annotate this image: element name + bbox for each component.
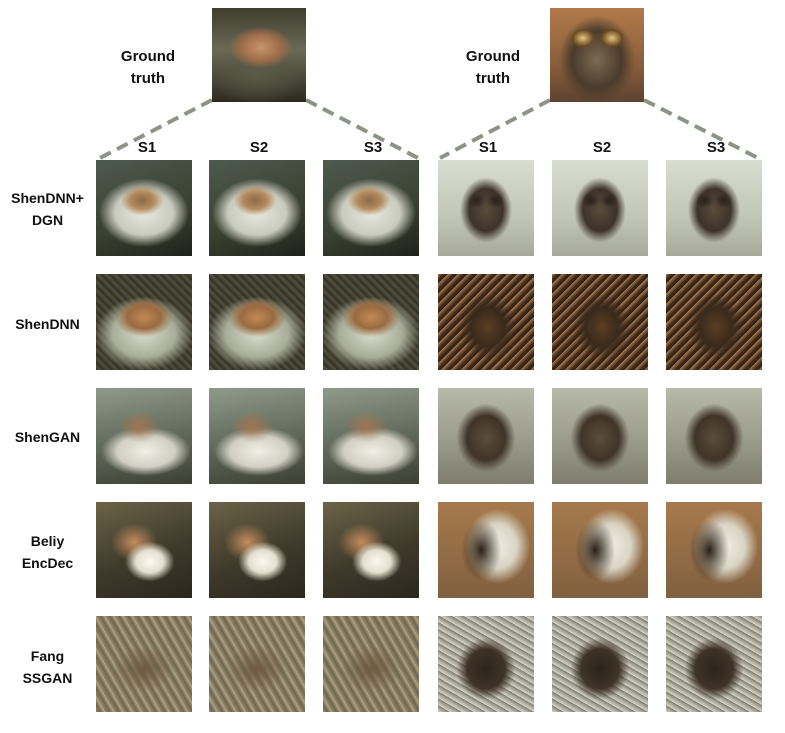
reconstruction-shendnn-dgn-s3-left: [323, 160, 419, 256]
reconstruction-fang-ssgan-s2-left: [209, 616, 305, 712]
column-header-s2-left: S2: [249, 139, 269, 156]
reconstruction-shendnn-dgn-s2-left: [209, 160, 305, 256]
reconstruction-beliy-encdec-s3-left: [323, 502, 419, 598]
reconstruction-shendnn-s2-left: [209, 274, 305, 370]
reconstruction-shendnn-dgn-s2-right: [552, 160, 648, 256]
reconstruction-shendnn-dgn-s1-right: [438, 160, 534, 256]
connector-right-a: [439, 98, 551, 160]
reconstruction-beliy-encdec-s2-left: [209, 502, 305, 598]
ground-truth-image-left: [212, 8, 306, 102]
reconstruction-shendnn-dgn-s1-left: [96, 160, 192, 256]
reconstruction-fang-ssgan-s2-right: [552, 616, 648, 712]
reconstruction-fang-ssgan-s1-right: [438, 616, 534, 712]
reconstruction-shengan-s2-left: [209, 388, 305, 484]
reconstruction-fang-ssgan-s3-right: [666, 616, 762, 712]
reconstruction-shengan-s3-left: [323, 388, 419, 484]
column-header-s1-right: S1: [478, 139, 498, 156]
reconstruction-shendnn-s1-right: [438, 274, 534, 370]
reconstruction-shendnn-s2-right: [552, 274, 648, 370]
reconstruction-shendnn-dgn-s3-right: [666, 160, 762, 256]
row-label-shengan: ShenGAN: [14, 429, 81, 445]
reconstruction-fang-ssgan-s3-left: [323, 616, 419, 712]
reconstruction-shendnn-s1-left: [96, 274, 192, 370]
ground-truth-label-left: Ground truth: [120, 48, 176, 87]
column-header-s1-left: S1: [137, 139, 157, 156]
connector-left-a: [99, 98, 213, 160]
reconstruction-shengan-s1-left: [96, 388, 192, 484]
connector-left-b: [305, 98, 419, 160]
ground-truth-image-right: [550, 8, 644, 102]
row-label-shendnn-dgn: ShenDNN+ DGN: [11, 190, 84, 228]
column-header-s2-right: S2: [592, 139, 612, 156]
reconstruction-beliy-encdec-s3-right: [666, 502, 762, 598]
connector-right-b: [643, 98, 759, 160]
column-header-s3-left: S3: [363, 139, 383, 156]
reconstruction-beliy-encdec-s1-left: [96, 502, 192, 598]
reconstruction-shendnn-s3-left: [323, 274, 419, 370]
reconstruction-shendnn-s3-right: [666, 274, 762, 370]
row-label-shendnn: ShenDNN: [15, 316, 80, 332]
column-header-s3-right: S3: [706, 139, 726, 156]
reconstruction-fang-ssgan-s1-left: [96, 616, 192, 712]
reconstruction-shengan-s1-right: [438, 388, 534, 484]
reconstruction-beliy-encdec-s2-right: [552, 502, 648, 598]
row-label-beliy-encdec: Beliy EncDec: [21, 533, 74, 571]
reconstruction-beliy-encdec-s1-right: [438, 502, 534, 598]
reconstruction-shengan-s3-right: [666, 388, 762, 484]
row-label-fang-ssgan: Fang SSGAN: [22, 648, 73, 686]
reconstruction-shengan-s2-right: [552, 388, 648, 484]
ground-truth-label-right: Ground truth: [465, 48, 521, 87]
